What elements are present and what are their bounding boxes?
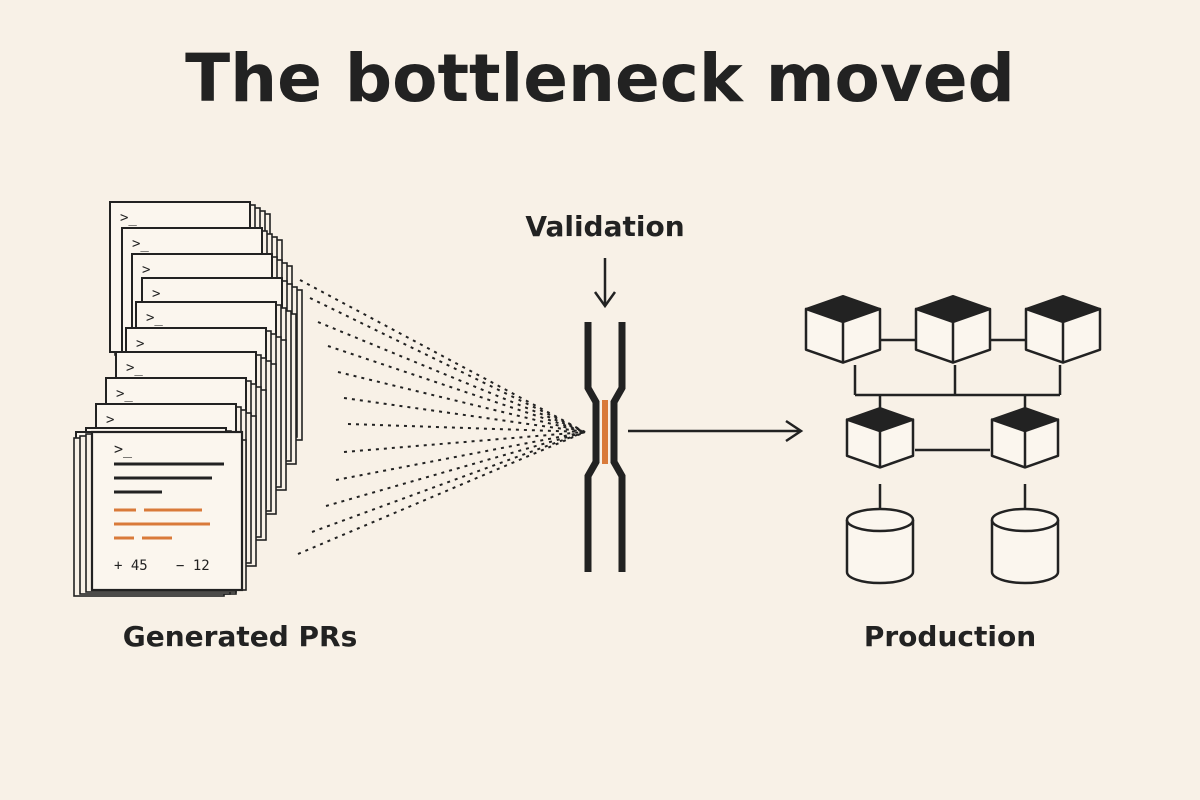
pr-card-stack: >_>_>_>_>_>_>_>_>_>_>_>_+ 45− 12 [73, 201, 303, 597]
terminal-prompt-icon: >_ [146, 310, 163, 326]
terminal-prompt-icon: >_ [106, 412, 123, 428]
down-arrow-icon [593, 258, 617, 309]
production-label: Production [863, 620, 1037, 653]
generated-prs-label: Generated PRs [122, 620, 358, 653]
server-cube-icon [1024, 295, 1102, 364]
funnel-line [297, 431, 586, 555]
terminal-prompt-icon: >_ [136, 336, 153, 352]
funnel-line [343, 397, 586, 433]
funnel-line [335, 431, 586, 481]
database-icon [990, 507, 1060, 585]
funnel-line [317, 321, 586, 433]
terminal-prompt-icon: >_ [126, 360, 143, 376]
database-icon [845, 507, 915, 585]
funnel-line [343, 431, 586, 453]
right-arrow-icon [628, 419, 804, 443]
server-cube-icon [845, 407, 915, 469]
funnel-line [347, 423, 586, 433]
terminal-prompt-icon: >_ [142, 262, 159, 278]
funnel-line [299, 279, 586, 433]
funnel-line [311, 431, 586, 533]
production-network [804, 295, 1102, 585]
funnel-line [337, 371, 586, 433]
terminal-prompt-icon: >_ [120, 210, 137, 226]
funnel-line [325, 431, 586, 507]
dotted-funnel-lines [297, 279, 586, 555]
server-cube-icon [804, 295, 882, 364]
diagram-title: The bottleneck moved [185, 40, 1015, 117]
terminal-prompt-icon: >_ [152, 286, 169, 302]
terminal-prompt-icon: >_ [132, 236, 149, 252]
terminal-prompt-icon: >_ [114, 440, 133, 458]
deletions-count: − 12 [176, 558, 210, 574]
pr-card-front: >_ + 45 − 12 [73, 430, 244, 597]
validation-label: Validation [525, 210, 685, 243]
server-cube-icon [914, 295, 992, 364]
funnel-line [309, 297, 586, 433]
server-cube-icon [990, 407, 1060, 469]
terminal-prompt-icon: >_ [116, 386, 133, 402]
validation-bottleneck [584, 322, 626, 572]
additions-count: + 45 [114, 558, 148, 574]
funnel-line [327, 345, 586, 433]
validation-highlight [602, 400, 608, 464]
